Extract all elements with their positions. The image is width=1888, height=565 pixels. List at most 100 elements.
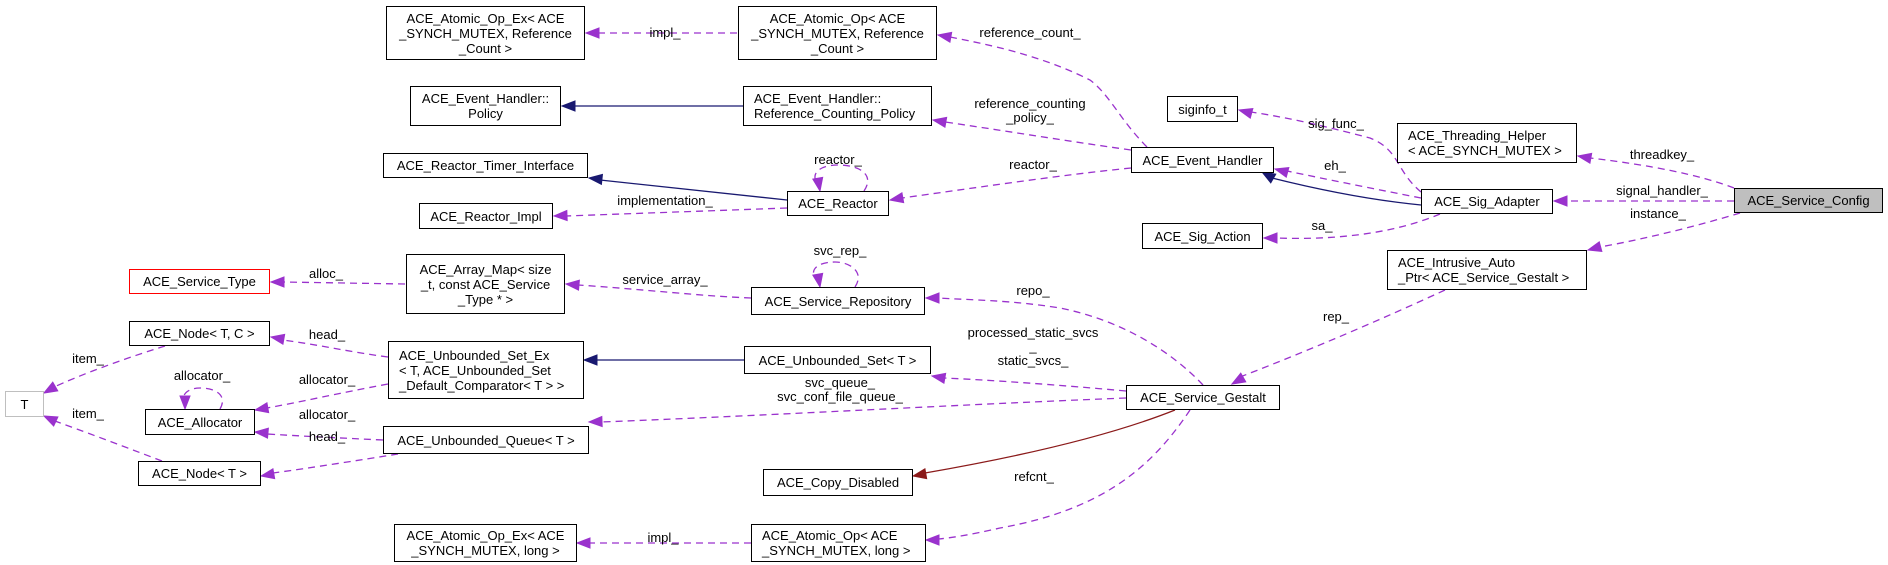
node-atomic-op-reference-count[interactable]: ACE_Atomic_Op< ACE _SYNCH_MUTEX, Referen… bbox=[738, 6, 937, 60]
node-unbounded-queue[interactable]: ACE_Unbounded_Queue< T > bbox=[383, 426, 589, 454]
arrowhead-siginfo_t bbox=[1237, 107, 1254, 120]
edge-service_gestalt-to-unbounded_queue bbox=[600, 397, 1127, 423]
node-reactor[interactable]: ACE_Reactor bbox=[787, 191, 889, 216]
node-atomic-op-ex-long[interactable]: ACE_Atomic_Op_Ex< ACE _SYNCH_MUTEX, long… bbox=[394, 524, 577, 562]
arrowhead-event_handler bbox=[1273, 166, 1290, 179]
edge-label-alloc: alloc_ bbox=[309, 266, 343, 281]
edge-label-rep: rep_ bbox=[1322, 309, 1350, 324]
edge-allocator-to-allocator bbox=[182, 387, 224, 410]
node-service-repository[interactable]: ACE_Service_Repository bbox=[751, 287, 925, 315]
edge-label-implementation: implementation_ bbox=[617, 193, 713, 208]
node-reactor-timer-interface[interactable]: ACE_Reactor_Timer_Interface bbox=[383, 153, 588, 178]
arrowhead-atomic_op_long bbox=[924, 534, 940, 546]
arrowhead-reactor_impl bbox=[552, 209, 568, 222]
edge-sig_adapter-to-event_handler bbox=[1286, 170, 1422, 199]
edge-label-eh: eh_ bbox=[1324, 158, 1346, 173]
edge-label-reference-count: reference_count_ bbox=[979, 25, 1081, 40]
arrowhead-atomic_op_ref bbox=[936, 31, 953, 43]
arrowhead-allocator bbox=[179, 395, 191, 411]
arrowhead-copy_disabled bbox=[911, 468, 928, 480]
edge-sig_adapter-to-event_handler bbox=[1271, 177, 1422, 206]
edge-label-threadkey: threadkey_ bbox=[1629, 147, 1695, 162]
edge-service_gestalt-to-unbounded_set bbox=[943, 377, 1127, 392]
arrowhead-node_t bbox=[259, 468, 276, 480]
edge-label-allocator-self: allocator_ bbox=[173, 368, 231, 383]
node-service-gestalt[interactable]: ACE_Service_Gestalt bbox=[1126, 385, 1280, 410]
edge-sig_adapter-to-siginfo_t bbox=[1250, 111, 1422, 193]
node-event-handler[interactable]: ACE_Event_Handler bbox=[1131, 147, 1274, 173]
arrowhead-eh_ref_policy bbox=[931, 116, 948, 128]
arrowhead-event_handler bbox=[1260, 171, 1277, 184]
edge-node_t-to-t bbox=[51, 419, 163, 462]
edge-label-item-node-t: item_ bbox=[72, 406, 104, 421]
edge-label-impl-long: impl_ bbox=[647, 530, 679, 545]
edge-label-static-svcs: processed_static_svcs _ static_svcs_ bbox=[967, 325, 1099, 368]
node-sig-action[interactable]: ACE_Sig_Action bbox=[1142, 223, 1263, 249]
node-sig-adapter[interactable]: ACE_Sig_Adapter bbox=[1421, 189, 1553, 214]
arrowhead-service_repository bbox=[924, 292, 940, 304]
edge-label-svc-rep: svc_rep_ bbox=[813, 243, 867, 258]
edge-event_handler-to-reactor bbox=[901, 167, 1132, 199]
arrowhead-unbounded_queue bbox=[587, 415, 603, 428]
node-siginfo-t[interactable]: siginfo_t bbox=[1167, 96, 1238, 122]
arrowhead-service_gestalt bbox=[1230, 372, 1247, 385]
edge-label-svc-queue: svc_queue_ svc_conf_file_queue_ bbox=[777, 375, 903, 404]
arrowhead-t bbox=[42, 415, 59, 427]
node-t[interactable]: T bbox=[5, 391, 44, 417]
edge-label-reactor: reactor_ bbox=[1009, 157, 1057, 172]
edge-label-reference-counting-policy: reference_counting _policy_ bbox=[974, 96, 1086, 125]
node-array-map[interactable]: ACE_Array_Map< size _t, const ACE_Servic… bbox=[406, 254, 565, 314]
node-atomic-op-ex-reference-count[interactable]: ACE_Atomic_Op_Ex< ACE _SYNCH_MUTEX, Refe… bbox=[386, 6, 585, 60]
arrowhead-sig_adapter bbox=[1552, 195, 1568, 207]
node-atomic-op-long[interactable]: ACE_Atomic_Op< ACE _SYNCH_MUTEX, long > bbox=[751, 524, 926, 562]
node-allocator[interactable]: ACE_Allocator bbox=[145, 409, 255, 435]
edge-label-service-array: service_array_ bbox=[622, 272, 708, 287]
edge-event_handler-to-atomic_op_ref bbox=[949, 36, 1148, 148]
arrowhead-reactor bbox=[812, 176, 824, 193]
node-event-handler-reference-counting-policy[interactable]: ACE_Event_Handler:: Reference_Counting_P… bbox=[743, 86, 932, 126]
edge-event_handler-to-eh_ref_policy bbox=[944, 121, 1132, 151]
node-node-t[interactable]: ACE_Node< T > bbox=[138, 461, 261, 486]
edge-label-repo: repo_ bbox=[1016, 283, 1050, 298]
arrowhead-atomic_op_ex_long bbox=[575, 537, 591, 549]
edge-service_repository-to-service_repository bbox=[812, 261, 859, 288]
edge-sig_adapter-to-sig_action bbox=[1275, 213, 1441, 240]
arrowhead-allocator bbox=[253, 427, 269, 439]
edge-label-head-queue: head_ bbox=[308, 429, 346, 444]
node-threading-helper[interactable]: ACE_Threading_Helper < ACE_SYNCH_MUTEX > bbox=[1397, 123, 1577, 163]
edge-label-impl-ref: impl_ bbox=[649, 25, 681, 40]
edge-service_gestalt-to-atomic_op_long bbox=[937, 409, 1191, 540]
edge-service_gestalt-to-service_repository bbox=[937, 297, 1204, 386]
arrowhead-service_type bbox=[269, 276, 285, 288]
edge-array_map-to-service_type bbox=[282, 281, 406, 285]
edge-service_gestalt-to-copy_disabled bbox=[924, 409, 1176, 474]
edge-reactor-to-reactor bbox=[814, 164, 869, 192]
arrowhead-reactor bbox=[888, 192, 905, 204]
node-unbounded-set[interactable]: ACE_Unbounded_Set< T > bbox=[744, 346, 931, 374]
node-unbounded-set-ex[interactable]: ACE_Unbounded_Set_Ex < T, ACE_Unbounded_… bbox=[388, 341, 584, 399]
edge-label-item-node-tc: item_ bbox=[72, 351, 104, 366]
edge-reactor-to-reactor_timer_interface bbox=[599, 179, 788, 201]
edge-label-instance: instance_ bbox=[1630, 206, 1686, 221]
node-node-t-c[interactable]: ACE_Node< T, C > bbox=[129, 321, 270, 346]
node-service-config[interactable]: ACE_Service_Config bbox=[1734, 188, 1883, 213]
node-event-handler-policy[interactable]: ACE_Event_Handler:: Policy bbox=[410, 86, 561, 126]
node-reactor-impl[interactable]: ACE_Reactor_Impl bbox=[419, 203, 553, 229]
edge-label-head-set: head_ bbox=[308, 327, 346, 342]
arrowhead-service_repository bbox=[812, 272, 824, 289]
arrowhead-node_tc bbox=[269, 333, 286, 345]
arrowhead-threading_helper bbox=[1576, 152, 1593, 164]
edge-label-sig-func: sig_func_ bbox=[1308, 116, 1364, 131]
edge-unbounded_set_ex-to-allocator bbox=[266, 383, 389, 409]
node-copy-disabled[interactable]: ACE_Copy_Disabled bbox=[763, 469, 913, 496]
arrowhead-intrusive_auto_ptr bbox=[1586, 240, 1603, 253]
edge-label-allocator-set: allocator_ bbox=[298, 372, 356, 387]
node-service-type[interactable]: ACE_Service_Type bbox=[129, 269, 270, 294]
edge-node_tc-to-t bbox=[51, 345, 166, 389]
edge-service_config-to-threading_helper bbox=[1589, 157, 1735, 189]
edge-service_config-to-intrusive_auto_ptr bbox=[1599, 212, 1741, 248]
edge-label-sa: sa_ bbox=[1311, 218, 1333, 233]
node-intrusive-auto-ptr[interactable]: ACE_Intrusive_Auto _Ptr< ACE_Service_Ges… bbox=[1387, 250, 1587, 290]
